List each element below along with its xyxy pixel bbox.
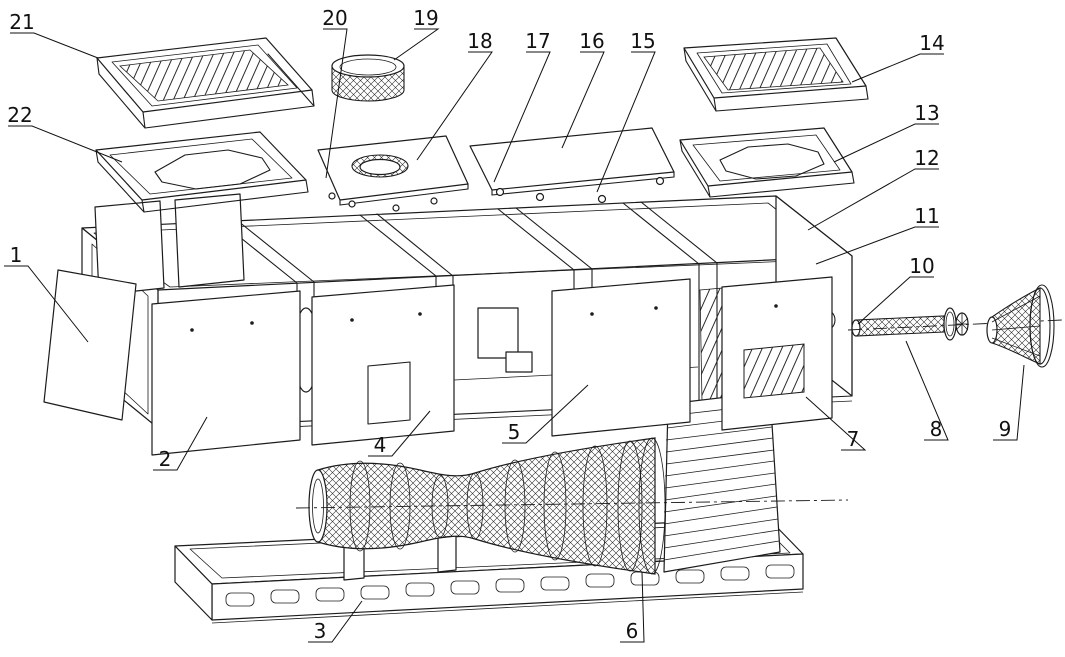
mesh-cone-graphic (986, 284, 1055, 368)
callout-22: 22 (7, 103, 123, 163)
callout-18: 18 (416, 29, 493, 161)
callout-16: 16 (561, 29, 605, 149)
part-number-label: 3 (314, 619, 327, 643)
leader-line (833, 123, 939, 163)
part-number-label: 6 (626, 619, 639, 643)
callout-17: 17 (493, 29, 551, 183)
part-number-label: 5 (508, 420, 521, 444)
plate-18-graphic (317, 135, 469, 212)
part-number-label: 17 (525, 29, 550, 53)
mesh-ring-19-graphic (331, 54, 405, 102)
part-number-label: 20 (322, 6, 347, 30)
callout-9: 9 (993, 364, 1025, 441)
leader-line (493, 51, 551, 183)
part-number-label: 12 (914, 146, 939, 170)
leader-line (993, 364, 1025, 441)
callout-4: 4 (368, 410, 431, 457)
callout-7: 7 (805, 396, 867, 451)
octagon-frame-22-graphic (95, 131, 309, 213)
leader-line (620, 571, 645, 643)
leader-line (596, 51, 656, 193)
leader-line (502, 384, 589, 444)
part-number-label: 7 (847, 427, 860, 451)
part-number-label: 18 (467, 29, 492, 53)
louver-duct-graphic (663, 391, 781, 573)
leader-line (805, 396, 867, 451)
leader-line (10, 32, 99, 59)
callout-12: 12 (807, 146, 940, 231)
panel-4-graphic (311, 284, 455, 446)
leader-line (851, 53, 944, 83)
panel-2-graphic (151, 290, 301, 456)
leader-line (416, 51, 493, 161)
slatted-frame-21-graphic (96, 37, 315, 129)
leader-line (905, 340, 949, 441)
part-number-label: 9 (999, 417, 1012, 441)
callout-15: 15 (596, 29, 656, 193)
callout-13: 13 (833, 101, 940, 163)
leader-line (368, 410, 431, 457)
part-number-label: 22 (7, 103, 32, 127)
part-number-label: 4 (374, 433, 387, 457)
part-number-label: 19 (413, 6, 438, 30)
part-number-label: 1 (10, 243, 23, 267)
panel-1-graphic (43, 269, 137, 421)
part-number-label: 11 (914, 204, 939, 228)
mesh-horn-graphic (295, 437, 849, 575)
callout-3: 3 (308, 600, 363, 643)
part-number-label: 21 (9, 10, 34, 34)
leader-line (393, 28, 440, 61)
horn-centerline (295, 499, 849, 509)
callout-10: 10 (857, 254, 935, 325)
callout-5: 5 (502, 384, 589, 444)
part-number-label: 10 (909, 254, 934, 278)
plate-16-graphic (469, 127, 675, 204)
callout-21: 21 (9, 10, 99, 59)
part-number-label: 13 (914, 101, 939, 125)
callout-1: 1 (4, 243, 89, 343)
slatted-frame-14-graphic (683, 37, 869, 112)
callout-14: 14 (851, 31, 945, 83)
part-number-label: 16 (579, 29, 604, 53)
panel-5-graphic (551, 278, 691, 437)
leader-line (815, 226, 939, 265)
callout-8: 8 (905, 340, 949, 441)
octagon-frame-13-graphic (679, 127, 855, 198)
callout-11: 11 (815, 204, 940, 265)
part-number-label: 8 (930, 417, 943, 441)
part-number-label: 15 (630, 29, 655, 53)
panel-7-graphic (721, 276, 833, 431)
callout-2: 2 (153, 416, 208, 471)
callout-6: 6 (620, 571, 645, 643)
callout-19: 19 (393, 6, 440, 61)
leader-line (308, 600, 363, 643)
callout-20: 20 (322, 6, 348, 179)
part-number-label: 14 (919, 31, 944, 55)
leader-line (807, 168, 939, 231)
leader-line (8, 125, 123, 163)
leader-line (153, 416, 208, 471)
leader-line (4, 265, 89, 343)
part-number-label: 2 (159, 447, 172, 471)
baffle-plates-graphic (94, 193, 245, 296)
leader-line (561, 51, 605, 149)
leader-line (857, 276, 934, 325)
leader-line (323, 28, 348, 179)
